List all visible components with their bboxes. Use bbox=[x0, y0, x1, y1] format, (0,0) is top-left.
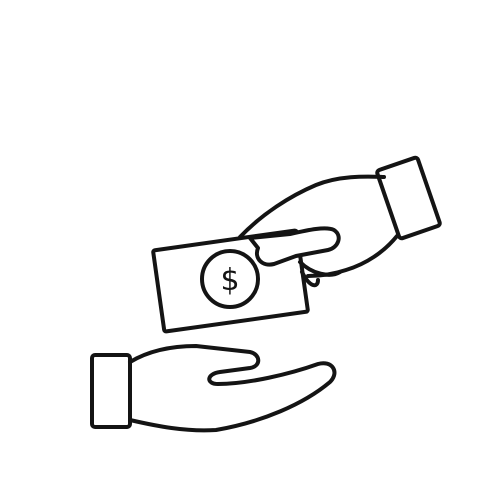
giving-hand-cuff bbox=[375, 155, 442, 241]
dollar-sign: $ bbox=[220, 263, 239, 298]
giving-hand-knuckles bbox=[298, 260, 342, 288]
receiving-hand bbox=[90, 344, 337, 433]
giving-hand bbox=[238, 155, 442, 278]
receiving-hand-outline bbox=[128, 344, 337, 433]
giving-hand-fingers bbox=[248, 226, 342, 288]
receiving-hand-cuff bbox=[90, 353, 132, 429]
bill-coin-circle bbox=[200, 249, 260, 309]
giving-hand-outline bbox=[238, 174, 399, 278]
giving-hand-finger-top bbox=[248, 226, 341, 267]
